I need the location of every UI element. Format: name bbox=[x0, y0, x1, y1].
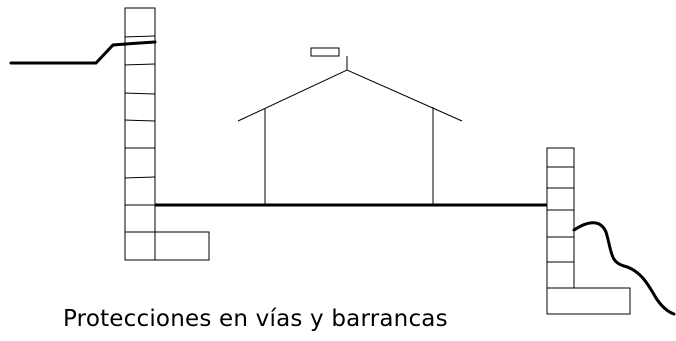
chimney-top bbox=[310, 47, 340, 57]
left-retaining-wall bbox=[124, 7, 210, 261]
diagram-caption: Protecciones en vías y barrancas bbox=[63, 306, 448, 332]
house bbox=[237, 47, 463, 204]
left-terrain-line bbox=[9, 40, 157, 65]
right-wall-column bbox=[546, 147, 575, 289]
house-roof bbox=[237, 69, 463, 122]
left-wall-footing bbox=[154, 231, 210, 261]
left-wall-column bbox=[124, 7, 156, 261]
right-wall-footing bbox=[546, 287, 631, 315]
right-terrain-line bbox=[572, 221, 676, 316]
right-retaining-wall bbox=[546, 147, 631, 315]
